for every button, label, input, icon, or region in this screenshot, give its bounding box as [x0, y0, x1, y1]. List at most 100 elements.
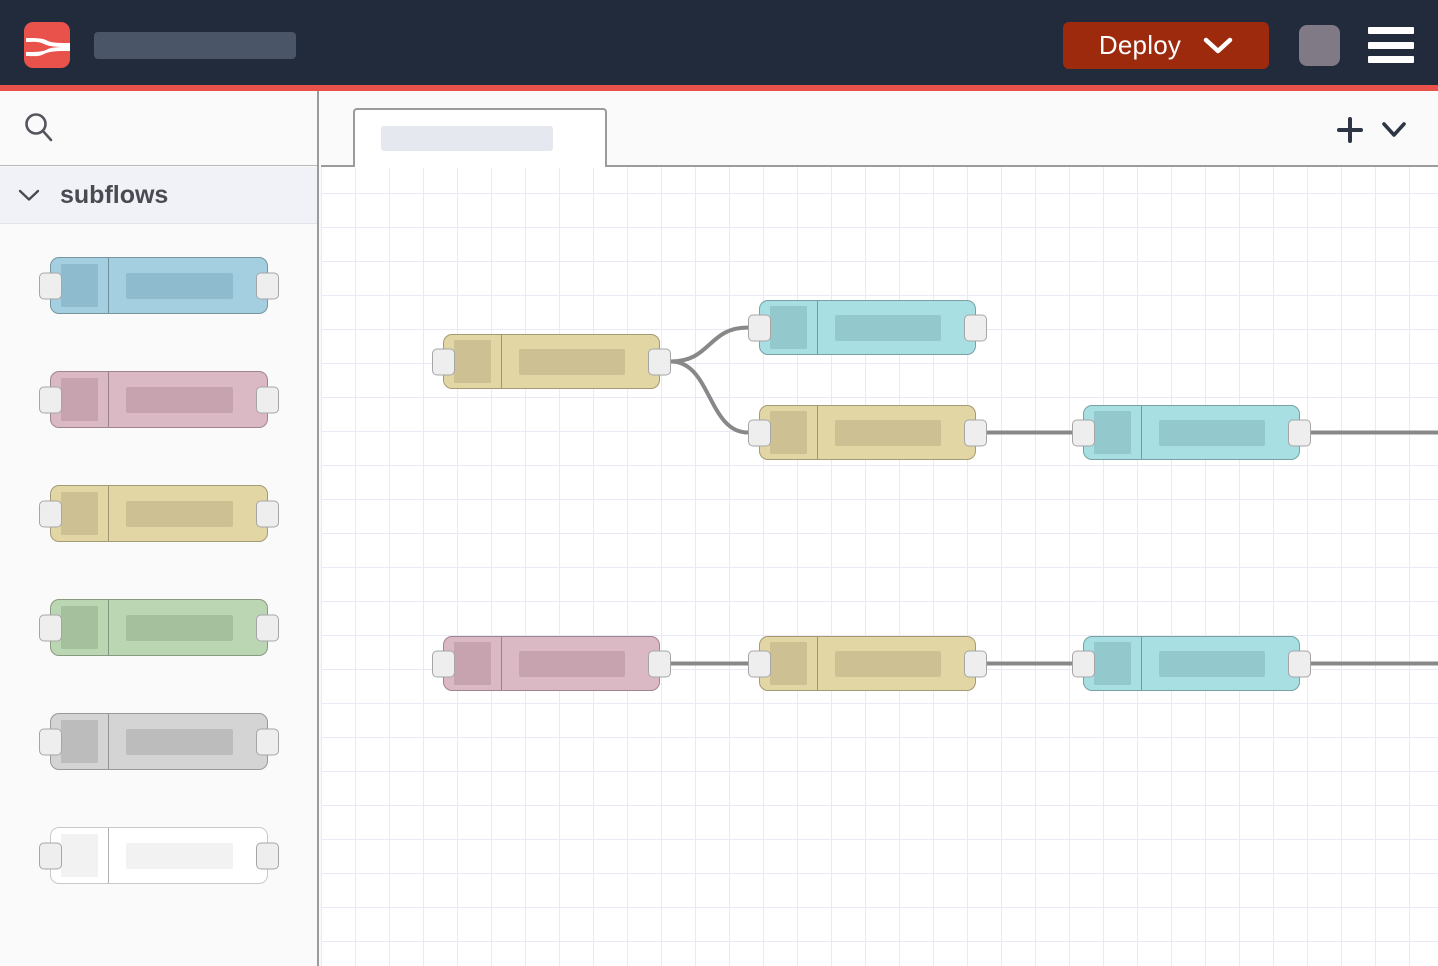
palette-search-input[interactable] — [66, 116, 296, 140]
node-input-port[interactable] — [39, 500, 62, 527]
node-body — [818, 637, 975, 690]
node-input-port[interactable] — [432, 348, 455, 375]
palette-node-yellow[interactable] — [39, 485, 279, 542]
node-label — [835, 650, 941, 677]
palette-node-pink[interactable] — [0, 345, 317, 459]
node-type-icon — [454, 340, 491, 383]
node-input-port[interactable] — [748, 419, 771, 446]
flow-node-yellow-3[interactable] — [748, 636, 987, 691]
node-type-icon — [454, 642, 491, 685]
node-output-port[interactable] — [1288, 419, 1311, 446]
node-output-port[interactable] — [256, 272, 279, 299]
palette-node-pink[interactable] — [39, 371, 279, 428]
node-type-icon — [61, 378, 98, 421]
node-type-icon — [1094, 411, 1131, 454]
node-input-port[interactable] — [432, 650, 455, 677]
user-avatar-icon[interactable] — [1299, 25, 1340, 66]
node-output-port[interactable] — [256, 500, 279, 527]
menu-bar-2 — [1368, 41, 1414, 49]
palette-node-green[interactable] — [0, 573, 317, 687]
node-output-port[interactable] — [256, 614, 279, 641]
deploy-button[interactable]: Deploy — [1063, 22, 1269, 69]
node-output-port[interactable] — [648, 650, 671, 677]
node-body — [109, 486, 267, 541]
wire-n1-n3[interactable] — [669, 359, 750, 435]
flow-canvas[interactable] — [321, 91, 1438, 966]
node-body — [502, 335, 659, 388]
node-body — [109, 828, 267, 883]
node-body — [109, 258, 267, 313]
sidebar-category-subflows[interactable]: subflows — [0, 167, 317, 224]
wire-layer — [669, 325, 1438, 666]
node-body — [1142, 637, 1299, 690]
node-output-port[interactable] — [964, 650, 987, 677]
palette-node-empty[interactable] — [0, 801, 317, 915]
palette-node-list — [0, 231, 317, 915]
node-output-port[interactable] — [964, 419, 987, 446]
wire-n1-n2[interactable] — [669, 325, 750, 364]
node-icon-box — [51, 828, 109, 883]
palette-node-grey[interactable] — [39, 713, 279, 770]
node-input-port[interactable] — [1072, 650, 1095, 677]
node-output-port[interactable] — [964, 314, 987, 341]
node-label — [519, 348, 625, 375]
app-header: Deploy — [0, 0, 1438, 85]
node-type-icon — [61, 264, 98, 307]
node-input-port[interactable] — [39, 386, 62, 413]
node-red-logo-icon[interactable] — [24, 22, 70, 68]
tab-strip-underline — [321, 165, 1438, 167]
node-label — [126, 500, 233, 527]
flow-node-pink-1[interactable] — [432, 636, 671, 691]
palette-node-green[interactable] — [39, 599, 279, 656]
node-body — [502, 637, 659, 690]
palette-node-empty[interactable] — [39, 827, 279, 884]
palette-node-grey[interactable] — [0, 687, 317, 801]
node-type-icon — [61, 492, 98, 535]
flow-node-cyan-1[interactable] — [748, 300, 987, 355]
search-icon[interactable] — [22, 111, 56, 145]
node-input-port[interactable] — [39, 728, 62, 755]
node-output-port[interactable] — [256, 842, 279, 869]
node-output-port[interactable] — [648, 348, 671, 375]
menu-bar-3 — [1368, 56, 1414, 63]
node-output-port[interactable] — [256, 728, 279, 755]
plus-icon[interactable] — [1337, 117, 1363, 143]
node-icon-box — [51, 258, 109, 313]
node-input-port[interactable] — [39, 272, 62, 299]
palette-node-blue[interactable] — [0, 231, 317, 345]
flow-node-cyan-3[interactable] — [1072, 636, 1311, 691]
node-input-port[interactable] — [39, 614, 62, 641]
header-accent-stripe — [0, 85, 1438, 91]
palette-sidebar: subflows — [0, 91, 319, 966]
node-label — [126, 842, 233, 869]
node-type-icon — [770, 642, 807, 685]
flow-node-yellow-1[interactable] — [432, 334, 671, 389]
palette-node-blue[interactable] — [39, 257, 279, 314]
flow-title-field[interactable] — [94, 32, 296, 59]
node-body — [818, 406, 975, 459]
chevron-down-icon — [18, 189, 40, 201]
node-label — [835, 314, 941, 341]
node-output-port[interactable] — [1288, 650, 1311, 677]
node-type-icon — [61, 606, 98, 649]
tab-active-gap — [355, 165, 605, 168]
flow-tab-1[interactable] — [353, 108, 607, 167]
node-input-port[interactable] — [748, 314, 771, 341]
flow-node-cyan-2[interactable] — [1072, 405, 1311, 460]
node-label — [126, 272, 233, 299]
node-icon-box — [760, 637, 818, 690]
node-input-port[interactable] — [1072, 419, 1095, 446]
flow-tab-1-label — [381, 126, 553, 151]
node-type-icon — [770, 306, 807, 349]
node-body — [818, 301, 975, 354]
chevron-down-icon[interactable] — [1381, 120, 1407, 140]
node-icon-box — [1084, 637, 1142, 690]
hamburger-menu-icon[interactable] — [1368, 27, 1414, 63]
flow-node-yellow-2[interactable] — [748, 405, 987, 460]
node-input-port[interactable] — [748, 650, 771, 677]
node-input-port[interactable] — [39, 842, 62, 869]
palette-node-yellow[interactable] — [0, 459, 317, 573]
palette-search-row[interactable] — [0, 91, 317, 166]
node-output-port[interactable] — [256, 386, 279, 413]
